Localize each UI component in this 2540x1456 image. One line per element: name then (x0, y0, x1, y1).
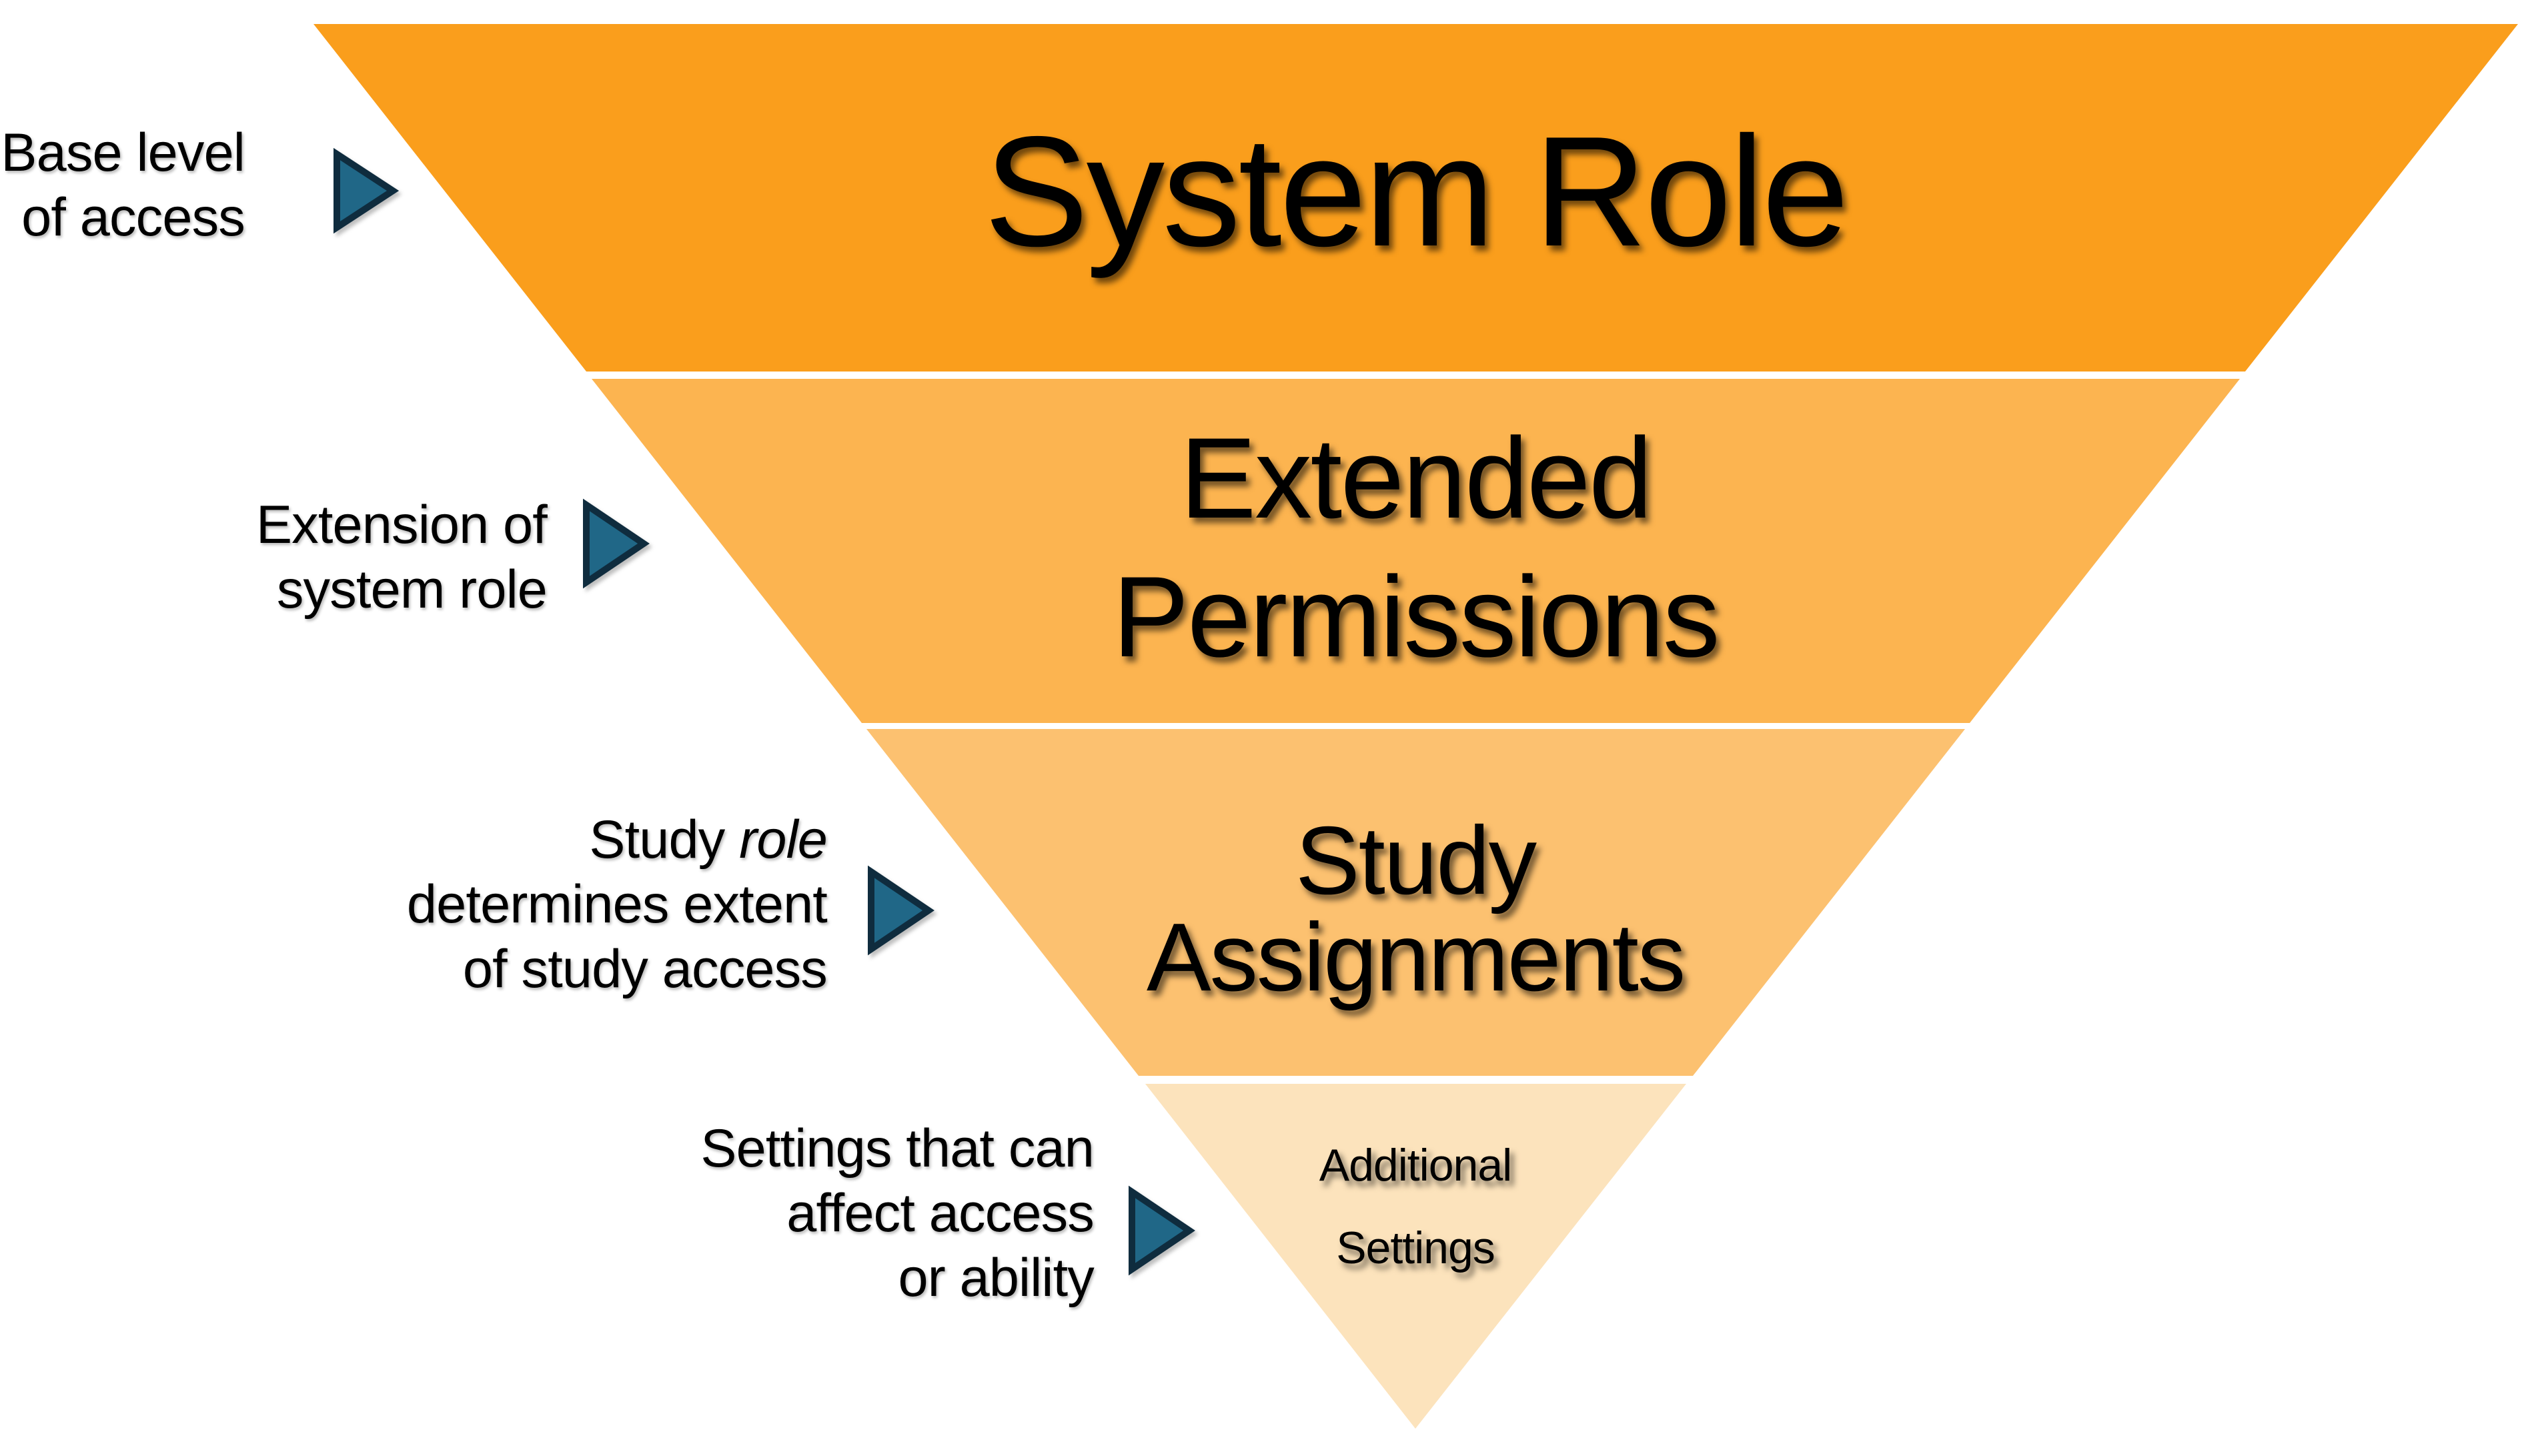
annotation-line: Base level (1, 123, 245, 183)
annotation-study-role: Study role determines extent of study ac… (0, 808, 828, 1002)
annotation-base-level: Base level of access (0, 121, 245, 250)
funnel-title-line: Settings (1336, 1223, 1495, 1273)
funnel-title-line: System Role (984, 103, 1849, 279)
funnel-title-system-role: System Role (615, 113, 2216, 269)
annotation-line: or ability (898, 1248, 1094, 1308)
annotation-line: Settings that can (700, 1119, 1094, 1179)
arrow-icon-study-role (868, 865, 934, 956)
funnel-title-line: Permissions (1112, 553, 1720, 681)
funnel-title-line: Extended (1179, 414, 1653, 542)
funnel-level-system-role (313, 24, 2518, 372)
funnel-title-study-assignments: Study Assignments (615, 812, 2216, 1006)
funnel-level-extended-permissions (592, 379, 2240, 723)
annotation-settings: Settings that can affect access or abili… (160, 1117, 1094, 1311)
annotation-line: of study access (462, 939, 828, 999)
arrow-icon-base-level (334, 147, 400, 234)
funnel-title-additional-settings: Additional Settings (615, 1124, 2216, 1289)
funnel-level-study-assignments (866, 729, 1965, 1076)
arrow-icon-extension (583, 498, 650, 589)
funnel-title-line: Assignments (1146, 903, 1686, 1011)
annotation-italic-word: role (739, 810, 828, 870)
annotation-extension: Extension of system role (0, 493, 548, 622)
annotation-line: of access (21, 187, 245, 247)
funnel-title-line: Study (1295, 806, 1537, 914)
funnel-title-extended-permissions: Extended Permissions (615, 409, 2216, 686)
annotation-line: Extension of (255, 495, 548, 555)
funnel-level-additional-settings (1145, 1084, 1686, 1429)
annotation-line: Study role (589, 810, 828, 870)
annotation-line: affect access (786, 1183, 1095, 1243)
funnel-title-line: Additional (1319, 1140, 1512, 1191)
arrow-icon-settings (1129, 1185, 1195, 1276)
annotation-line: determines extent (406, 874, 828, 934)
annotation-line: system role (276, 560, 548, 620)
